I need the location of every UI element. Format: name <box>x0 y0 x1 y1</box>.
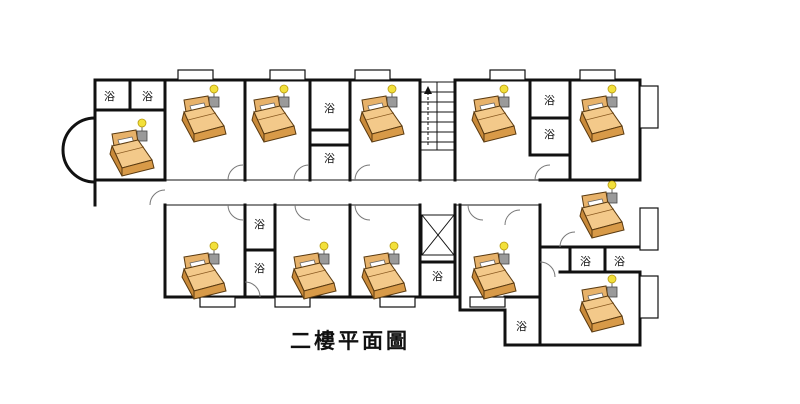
bath-label: 浴 <box>580 255 591 268</box>
bath-label: 浴 <box>432 270 443 283</box>
bed-icon <box>181 241 227 300</box>
bed-icon <box>579 180 625 239</box>
bath-label: 浴 <box>544 94 555 107</box>
stair-icon <box>419 81 456 151</box>
bed-icon <box>251 84 297 143</box>
bed-icon <box>579 274 625 333</box>
floor-plan-title: 二樓平面圖 <box>290 329 410 353</box>
bath-label: 浴 <box>254 218 265 231</box>
bath-label: 浴 <box>614 255 625 268</box>
elevator-icon <box>421 214 455 256</box>
bath-label: 浴 <box>254 262 265 275</box>
bath-label: 浴 <box>516 320 527 333</box>
bed-icon <box>579 84 625 143</box>
bath-label: 浴 <box>104 90 115 103</box>
bath-label: 浴 <box>324 102 335 115</box>
bed-icon <box>361 241 407 300</box>
bed-icon <box>471 241 517 300</box>
bath-label: 浴 <box>544 128 555 141</box>
bed-icon <box>291 241 337 300</box>
bed-icon <box>109 118 155 177</box>
bed-icon <box>359 84 405 143</box>
bed-icon <box>471 84 517 143</box>
bed-icon <box>181 84 227 143</box>
bath-label: 浴 <box>324 152 335 165</box>
bath-label: 浴 <box>142 90 153 103</box>
